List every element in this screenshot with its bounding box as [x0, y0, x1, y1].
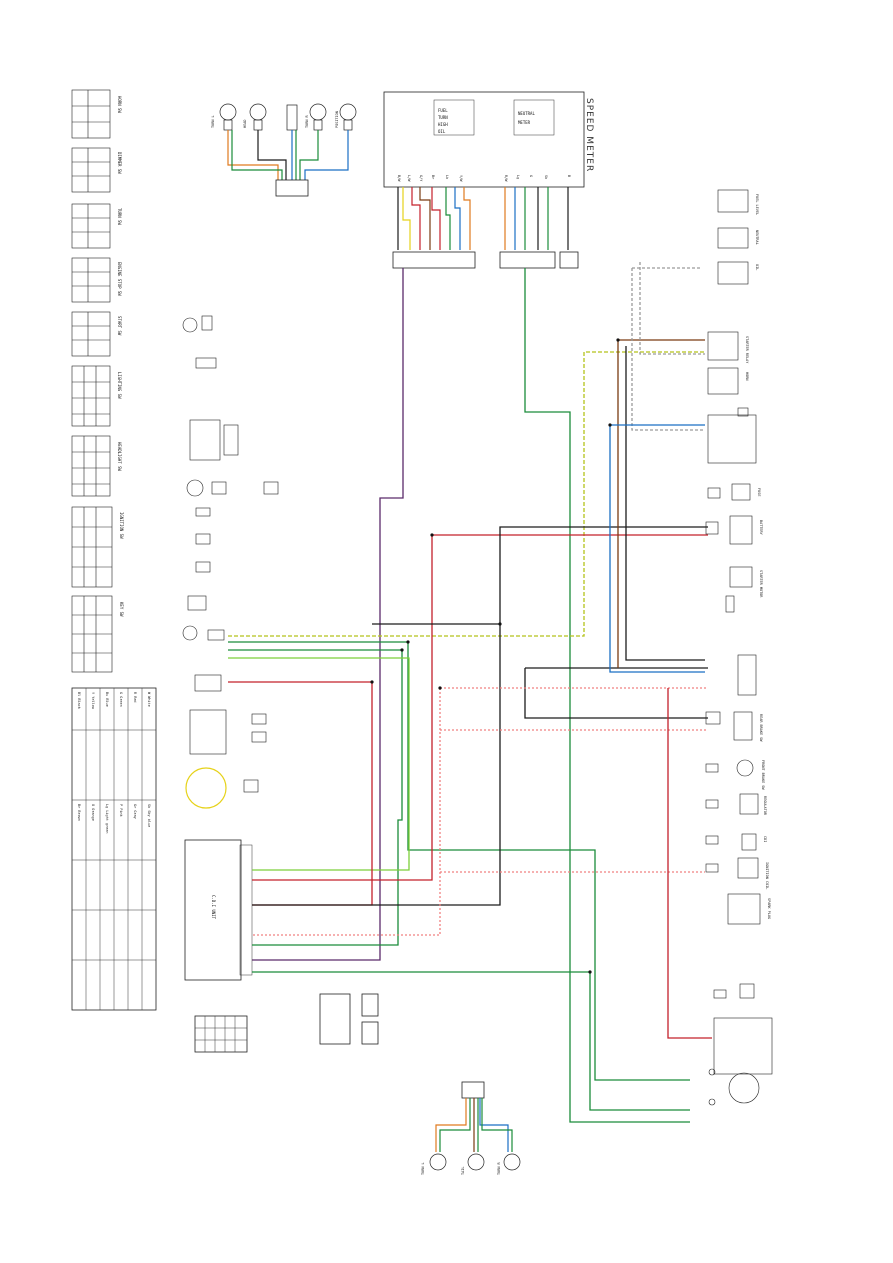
svg-text:L/W: L/W [407, 175, 411, 182]
right-component-labels: FUEL LEVEL NEUTRAL OIL STARTER RELAY HOR… [745, 194, 771, 919]
legend-row-6: Br Brown [77, 804, 81, 821]
speedo-connector-left [392, 251, 476, 269]
speedo-right-1: METER [518, 120, 531, 125]
right-label-5: FUSE [757, 488, 761, 496]
right-label-8: REAR BRAKE SW [759, 714, 763, 742]
lamp-label-0: TURN L [211, 115, 215, 128]
right-label-1: NEUTRAL [755, 230, 759, 245]
speedo-label-2: HIGH [438, 122, 448, 127]
speedo-label-3: OIL [438, 129, 446, 134]
right-label-11: CDI [763, 836, 767, 842]
lamp-label-2: TURN R [305, 114, 309, 128]
svg-text:R/W: R/W [504, 175, 508, 182]
right-label-6: BATTERY [759, 520, 763, 536]
right-label-2: OIL [755, 264, 759, 270]
right-label-7: STARTER MOTOR [759, 570, 763, 598]
switch-table-titles: HORN SW DIMMER SW TURN SW ENGINE STOP SW… [117, 96, 124, 617]
legend-row-8: Lg Light green [105, 804, 109, 834]
legend-row-4: R Red [133, 692, 137, 703]
cdi-label: C.D.I UNIT [211, 895, 216, 920]
main-harness [228, 262, 712, 1123]
legend-row-7: O Orange [91, 804, 95, 821]
switch-title-3: ENGINE STOP SW [117, 262, 122, 296]
rear-lamps: TURN L TAIL TURN R [421, 1081, 521, 1175]
svg-text:Lg: Lg [516, 175, 520, 179]
right-label-4: HORN [745, 372, 749, 380]
speedo-connector-small [559, 251, 579, 269]
cdi-unit: C.D.I UNIT [184, 839, 253, 981]
right-label-3: STARTER RELAY [745, 336, 749, 364]
svg-text:B/W: B/W [397, 175, 401, 182]
speedometer-title: SPEED METER [584, 98, 594, 172]
legend-row-2: Bu Blue [105, 692, 109, 707]
speedo-label-0: FUEL [438, 108, 448, 113]
front-lamp-connector [275, 179, 309, 197]
left-components [182, 315, 279, 809]
legend-row-9: P Pink [119, 804, 123, 818]
legend-row-10: Gr Gray [133, 804, 137, 819]
legend-row-3: G Green [119, 692, 123, 707]
svg-text:Lb: Lb [445, 175, 449, 179]
speedometer: FUEL TURN HIGH OIL NEUTRAL METER SPEED M… [383, 91, 594, 188]
right-label-0: FUEL LEVEL [755, 194, 759, 215]
speedo-right-0: NEUTRAL [518, 111, 535, 116]
svg-text:G/Y: G/Y [419, 175, 423, 182]
switch-title-0: HORN SW [117, 96, 122, 113]
front-lamps: TURN L HEAD TURN R POSITION [211, 103, 357, 197]
rear-lamp-label-0: TURN L [421, 1162, 425, 1175]
switch-title-4: START SW [117, 316, 122, 336]
junctions [370, 338, 620, 974]
legend-row-5: W White [147, 692, 151, 707]
lamp-label-3: POSITION [335, 111, 339, 128]
speedo-wires [397, 187, 569, 250]
switch-title-6: HEADLIGHT SW [117, 442, 122, 471]
svg-text:B: B [567, 175, 571, 177]
color-legend: Bl Black Y Yellow Bu Blue G Green R Red … [71, 687, 157, 1011]
switch-title-8: KEY SW [119, 602, 124, 617]
switch-title-7: IGNITION SW [119, 512, 124, 539]
cdi-connector [194, 1015, 248, 1053]
right-label-12: IGNITION COIL [765, 862, 769, 889]
svg-text:Y/W: Y/W [459, 175, 463, 182]
speedo-connector-right [499, 251, 556, 269]
rear-lamp-label-2: TURN R [497, 1161, 501, 1175]
right-label-10: REGULATOR [763, 796, 767, 816]
svg-text:Br: Br [431, 175, 435, 179]
rear-lamp-label-1: TAIL [461, 1167, 465, 1175]
legend-row-0: Bl Black [77, 692, 81, 710]
cdi-connector-grid [195, 1016, 247, 1052]
speedo-label-1: TURN [438, 115, 448, 120]
switch-tables [71, 89, 113, 673]
legend-row-11: Sb Sky blue [147, 804, 151, 827]
right-components [705, 189, 773, 1106]
switch-title-2: TURN SW [117, 208, 122, 225]
lamp-label-1: HEAD [243, 120, 247, 128]
svg-text:G: G [529, 175, 533, 177]
switch-title-1: DIMMER SW [117, 152, 122, 174]
regulator-box [319, 993, 351, 1045]
svg-text:Sb: Sb [544, 175, 548, 179]
legend-row-1: Y Yellow [91, 692, 95, 710]
regulator-connector-2 [361, 1021, 379, 1045]
switch-title-5: LIGHTING SW [117, 372, 122, 399]
regulator-connector-1 [361, 993, 379, 1017]
right-label-9: FRONT BRAKE SW [761, 760, 765, 790]
right-label-13: SPARK PLUG [767, 898, 771, 919]
